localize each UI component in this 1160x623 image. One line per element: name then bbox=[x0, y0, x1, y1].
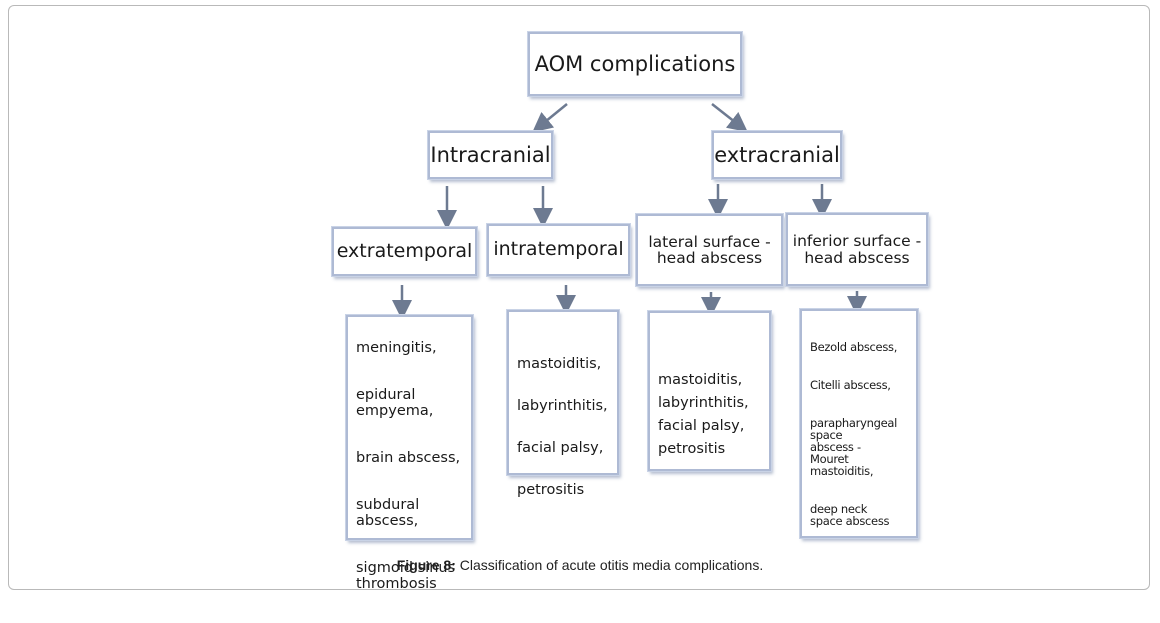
caption-label: Figure 8: bbox=[396, 557, 456, 573]
extracranial-node: extracranial bbox=[712, 131, 842, 179]
extratemporal-label: extratemporal bbox=[336, 239, 473, 262]
inferior-surface-label: inferior surface - head abscess bbox=[792, 232, 922, 267]
extratemporal-node: extratemporal bbox=[332, 227, 477, 276]
list-item: sigmoid sinus thrombosis bbox=[356, 560, 456, 592]
list-item: petrositis bbox=[517, 482, 585, 498]
intratemporal-list: mastoiditis, labyrinthitis, facial palsy… bbox=[507, 310, 619, 498]
list-item: epidural empyema, bbox=[356, 387, 434, 419]
list-item: meningitis, bbox=[356, 340, 437, 356]
inferior-surface-list: Bezold abscess, Citelli abscess, parapha… bbox=[800, 309, 918, 538]
intratemporal-label: intratemporal bbox=[493, 238, 624, 261]
intratemporal-node: intratemporal bbox=[487, 224, 630, 276]
list-item: Citelli abscess, bbox=[810, 378, 891, 392]
list-item: mastoiditis, bbox=[517, 356, 602, 372]
extratemporal-list: meningitis, epidural empyema, brain absc… bbox=[346, 315, 473, 592]
lateral-surface-node: lateral surface - head abscess bbox=[636, 214, 783, 286]
list-item: labyrinthitis, bbox=[517, 398, 608, 414]
list-item: facial palsy, bbox=[517, 440, 604, 456]
inferior-surface-node: inferior surface - head abscess bbox=[786, 213, 928, 286]
figure-caption: Figure 8: Classification of acute otitis… bbox=[0, 557, 1160, 573]
list-item: Bezold abscess, bbox=[810, 340, 898, 354]
intracranial-label: Intracranial bbox=[430, 142, 551, 167]
list-item: brain abscess, bbox=[356, 450, 461, 466]
extracranial-label: extracranial bbox=[714, 142, 840, 167]
list-item: parapharyngeal space abscess - Mouret ma… bbox=[810, 416, 897, 478]
list-item: subdural abscess, bbox=[356, 497, 420, 529]
figure-frame bbox=[8, 5, 1150, 590]
root-label: AOM complications bbox=[534, 51, 736, 76]
lateral-surface-list: mastoiditis, labyrinthitis, facial palsy… bbox=[648, 311, 771, 471]
intracranial-node: Intracranial bbox=[428, 131, 553, 179]
arrow-root-to-extracranial bbox=[711, 103, 748, 133]
lateral-surface-label: lateral surface - head abscess bbox=[648, 232, 771, 267]
caption-text: Classification of acute otitis media com… bbox=[455, 557, 764, 573]
arrow-root-to-intracranial bbox=[532, 103, 568, 133]
list-item: deep neck space abscess bbox=[810, 502, 890, 528]
list-item: mastoiditis, labyrinthitis, facial palsy… bbox=[658, 372, 749, 457]
connector-layer bbox=[392, 103, 867, 320]
root-node: AOM complications bbox=[528, 32, 742, 96]
